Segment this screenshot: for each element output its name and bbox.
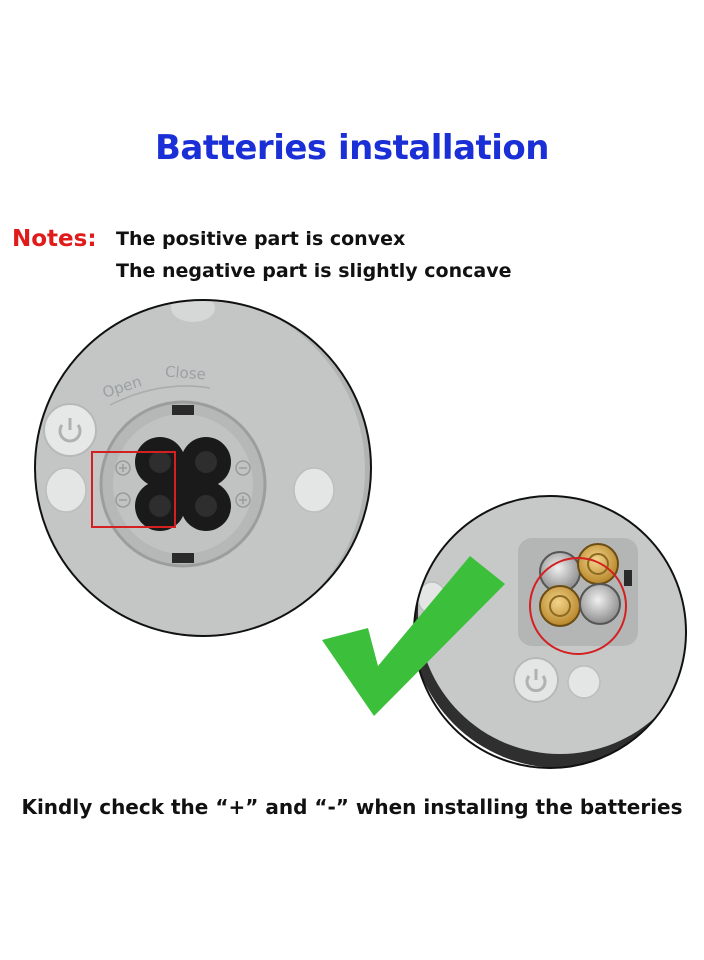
power-button-icon	[43, 403, 97, 457]
note-negative: The negative part is slightly concave	[116, 260, 512, 282]
close-label: Close	[164, 362, 207, 384]
installed-batteries-closeup	[413, 495, 687, 769]
footer-instruction: Kindly check the “+” and “-” when instal…	[21, 795, 683, 819]
highlight-box	[91, 451, 176, 528]
checkmark-icon	[322, 556, 505, 716]
compartment-closeup	[34, 299, 372, 637]
page-title: Batteries installation	[155, 128, 550, 168]
polarity-marks	[115, 460, 251, 508]
notes-label: Notes:	[12, 226, 97, 252]
power-button-icon	[513, 657, 559, 703]
note-positive: The positive part is convex	[116, 228, 406, 250]
battery-slots	[135, 437, 231, 531]
coin-batteries	[539, 543, 621, 627]
